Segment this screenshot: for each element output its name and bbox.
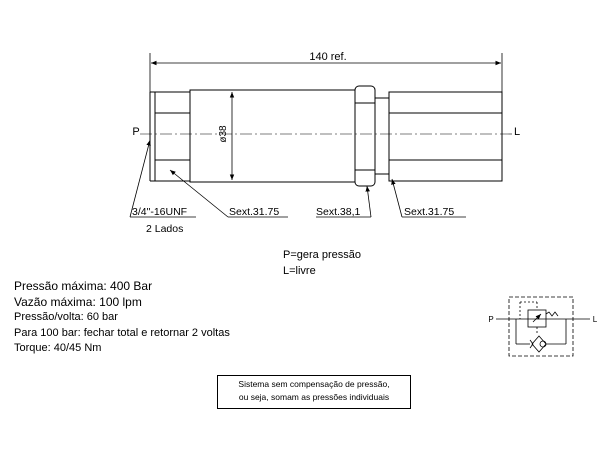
note-line-1: Sistema sem compensação de pressão, [238,379,390,389]
thread-label: 3/4"-16UNF [132,206,187,218]
port-l-label: L [514,126,520,138]
note-line-2: ou seja, somam as pressões individuais [238,392,390,402]
hex-nut-label: Sext.38,1 [316,206,361,218]
overall-dimension [149,53,503,92]
spec-torque: Torque: 40/45 Nm [14,342,102,354]
valve-body [149,85,503,187]
hex-left-leader [169,169,288,218]
hydraulic-symbol [496,296,590,357]
specifications: Pressão máxima: 400 Bar Vazão máxima: 10… [14,279,230,357]
spec-setting-instruction: Para 100 bar: fechar total e retornar 2 … [14,326,230,339]
spec-pressure-per-turn: Pressão/volta: 60 bar [14,311,118,323]
overall-dimension-label: 140 ref. [309,51,346,63]
port-legend: P=gera pressão L=livre [283,248,361,279]
symbol-port-p-label: P [488,315,493,324]
hex-right-leader [391,178,466,218]
symbol-port-l-label: L [593,315,598,324]
legend-p: P=gera pressão [283,249,361,261]
spec-max-flow: Vazão máxima: 100 lpm [14,294,142,309]
spec-max-pressure: Pressão máxima: 400 Bar [14,279,153,293]
port-p-label: P [132,126,139,138]
thread-leader [129,139,196,218]
hex-left-label: Sext.31.75 [229,206,279,218]
legend-l: L=livre [283,264,316,277]
thread-sides-label: 2 Lados [146,223,183,235]
note-box: Sistema sem compensação de pressão, ou s… [217,375,411,409]
hex-nut-leader [316,185,372,218]
diameter-label: ø38 [218,125,229,143]
hex-right-label: Sext.31.75 [404,206,454,218]
